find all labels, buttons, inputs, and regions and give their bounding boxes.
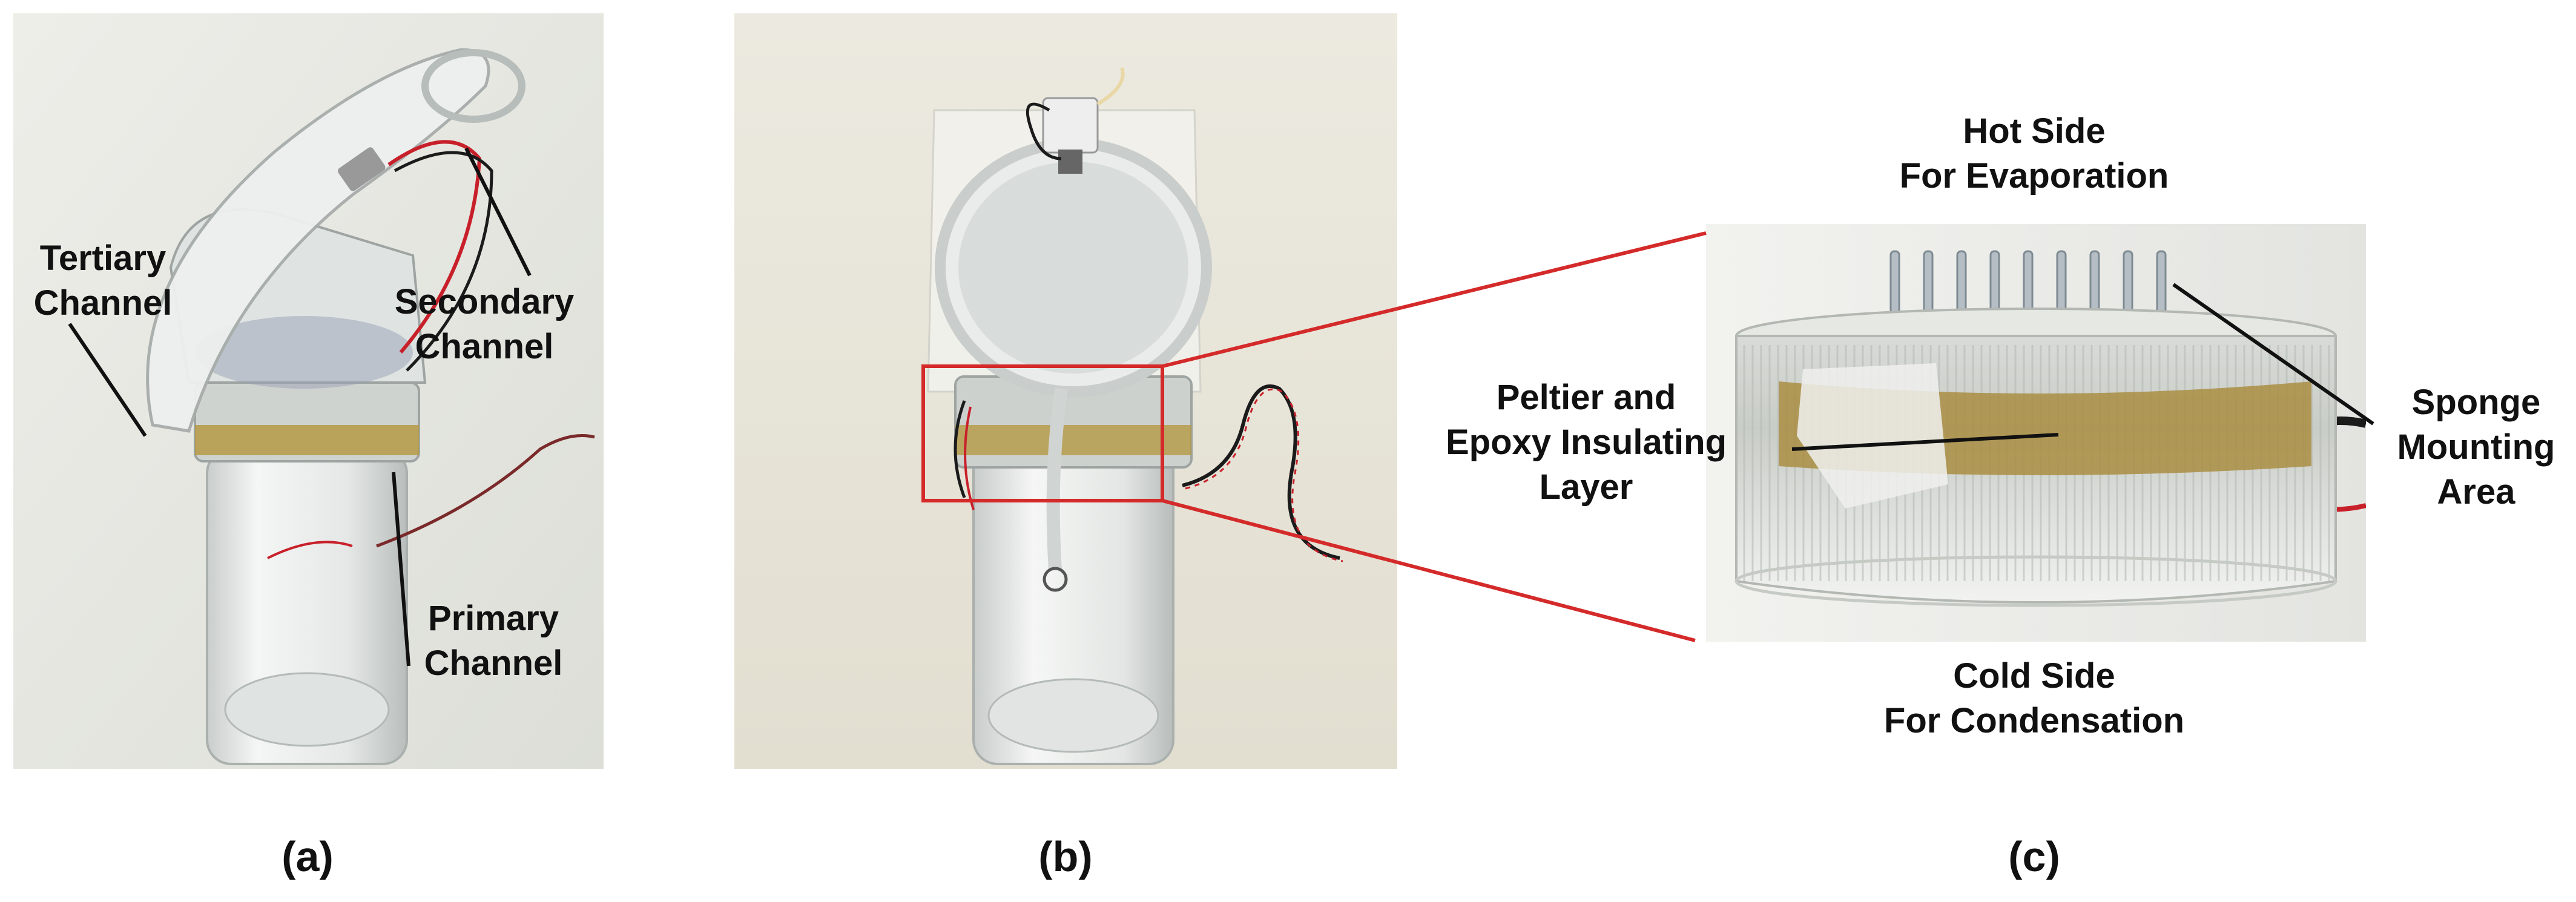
photo-c-peltier-module	[1706, 224, 2366, 642]
label-hot-side: Hot Side For Evaporation	[1899, 111, 2169, 196]
label-secondary-channel: Secondary Channel	[394, 282, 575, 366]
photo-panel-c	[1706, 224, 2366, 642]
photo-panel-a	[13, 13, 604, 769]
label-primary-channel: Primary Channel	[424, 599, 563, 683]
photo-panel-b	[734, 13, 1397, 769]
label-cold-side: Cold Side For Condensation	[1883, 656, 2185, 740]
label-sponge-mounting: Sponge Mounting Area	[2397, 383, 2555, 512]
caption-a: (a)	[282, 833, 334, 880]
photo-a-device	[13, 13, 604, 769]
caption-b: (b)	[1038, 833, 1093, 880]
label-peltier-epoxy: Peltier and Epoxy Insulating Layer	[1445, 378, 1727, 507]
label-tertiary-channel: Tertiary Channel	[33, 239, 173, 323]
caption-c: (c)	[2008, 833, 2060, 880]
photo-b-device	[734, 13, 1397, 769]
